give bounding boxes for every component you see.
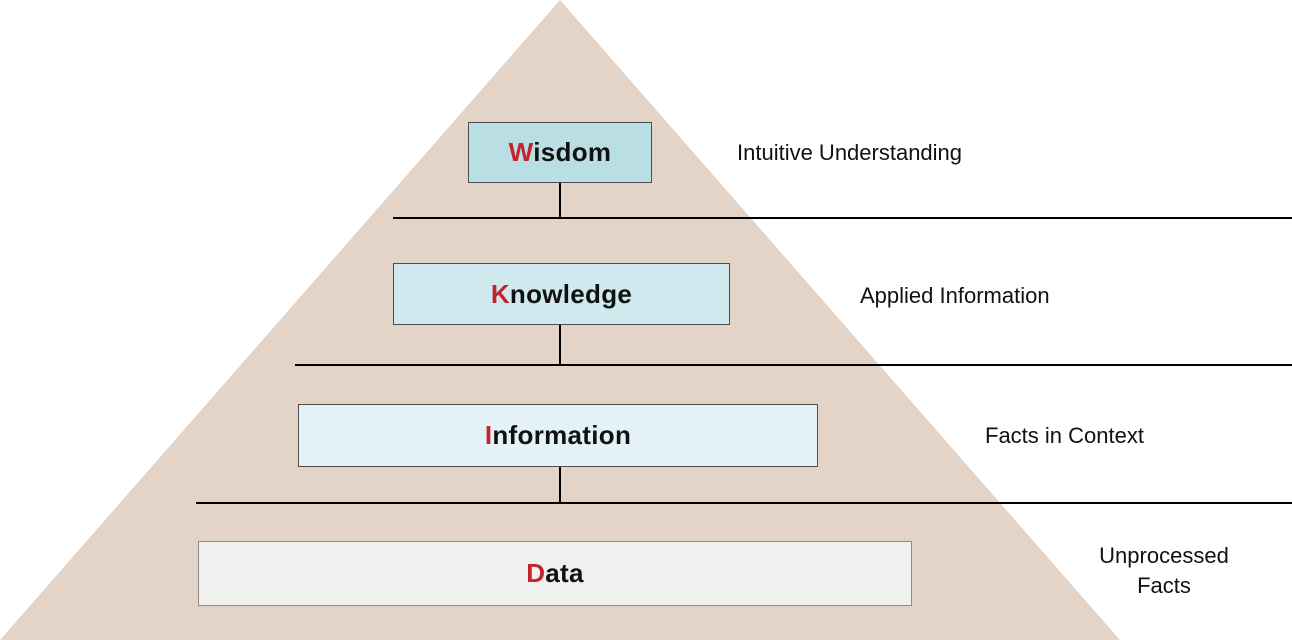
information-box: Information: [298, 404, 818, 467]
wisdom-label: Wisdom: [509, 137, 612, 168]
data-box: Data: [198, 541, 912, 606]
data-label: Data: [526, 558, 584, 589]
connector-wisdom: [559, 183, 561, 217]
information-label-rest: nformation: [492, 420, 632, 450]
information-label: Information: [485, 420, 631, 451]
information-description: Facts in Context: [985, 423, 1144, 448]
separator-line-wisdom: [393, 217, 1292, 219]
knowledge-label: Knowledge: [491, 279, 632, 310]
knowledge-label-rest: nowledge: [509, 278, 633, 309]
information-label-initial: I: [484, 420, 493, 450]
wisdom-description: Intuitive Understanding: [737, 140, 963, 165]
wisdom-label-rest: isdom: [533, 137, 612, 167]
wisdom-box: Wisdom: [468, 122, 652, 183]
knowledge-label-initial: K: [490, 278, 510, 309]
connector-information: [559, 467, 561, 502]
wisdom-label-initial: W: [508, 137, 534, 167]
separator-line-information: [196, 502, 1292, 504]
connector-knowledge: [559, 325, 561, 364]
data-label-rest: ata: [545, 558, 584, 588]
separator-line-knowledge: [295, 364, 1292, 366]
data-description: Unprocessed Facts: [1099, 543, 1229, 598]
knowledge-box: Knowledge: [393, 263, 730, 325]
data-label-initial: D: [526, 558, 546, 588]
knowledge-description: Applied Information: [860, 283, 1050, 308]
